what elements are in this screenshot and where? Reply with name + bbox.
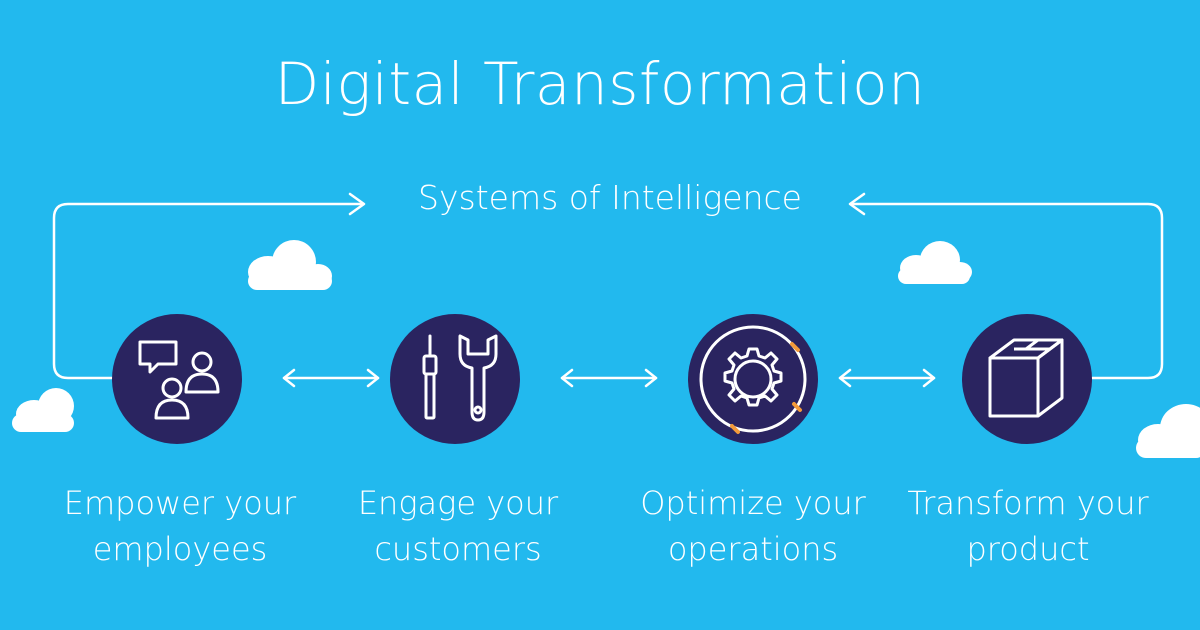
- cloud-icon: [12, 388, 74, 432]
- arrow-head-left: [848, 192, 866, 216]
- pillar-label-line: operations: [667, 530, 839, 568]
- loop-left-line: [52, 202, 364, 380]
- double-arrow-3: [838, 368, 936, 388]
- loop-right-line: [850, 202, 1164, 380]
- page-title: Digital Transformation: [274, 50, 926, 118]
- people-chat-icon: [112, 314, 242, 444]
- double-arrow-1: [282, 368, 380, 388]
- pillar-label-line: Empower your: [63, 484, 297, 522]
- pillar-label-employees: Empower your employees: [30, 480, 330, 572]
- loop-label: Systems of Intelligence: [418, 178, 802, 217]
- pillar-label-line: customers: [374, 530, 542, 568]
- cloud-icon: [1136, 404, 1200, 458]
- pillar-label-line: employees: [92, 530, 268, 568]
- pillar-label-customers: Engage your customers: [308, 480, 608, 572]
- box-icon: [962, 314, 1092, 444]
- pillar-label-operations: Optimize your operations: [603, 480, 903, 572]
- pillar-label-product: Transform your product: [878, 480, 1178, 572]
- pillar-label-line: Optimize your: [640, 484, 866, 522]
- pillar-label-line: product: [966, 530, 1090, 568]
- cloud-icon: [248, 240, 332, 290]
- pillar-label-line: Transform your: [907, 484, 1149, 522]
- double-arrow-2: [560, 368, 658, 388]
- tools-icon: [390, 314, 520, 444]
- pillar-label-line: Engage your: [357, 484, 559, 522]
- gear-icon: [688, 314, 818, 444]
- arrow-head-right: [348, 192, 366, 216]
- cloud-icon: [898, 241, 972, 284]
